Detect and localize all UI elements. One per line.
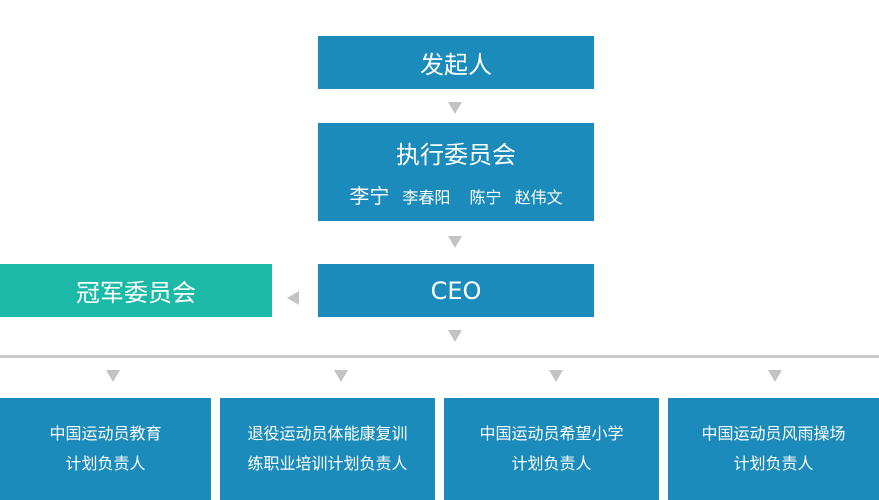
champion-committee-label: 冠军委员会 xyxy=(76,279,196,307)
lead-node: 中国运动员风雨操场计划负责人 xyxy=(668,398,879,500)
member: 陈宁 xyxy=(469,188,502,207)
lead-line: 中国运动员风雨操场 xyxy=(701,424,846,443)
lead-line: 中国运动员希望小学 xyxy=(479,424,624,443)
lead-line: 计划负责人 xyxy=(511,454,592,473)
down-arrow-icon xyxy=(106,370,120,382)
member: 赵伟文 xyxy=(514,188,563,207)
down-arrow-icon xyxy=(448,102,462,114)
champion-committee-node: 冠军委员会 xyxy=(0,264,272,317)
founder-node: 发起人 xyxy=(318,36,594,89)
founder-label: 发起人 xyxy=(420,51,492,79)
lead-line: 计划负责人 xyxy=(65,454,146,473)
lead-line: 计划负责人 xyxy=(733,454,814,473)
lead-node: 退役运动员体能康复训练职业培训计划负责人 xyxy=(220,398,435,500)
down-arrow-icon xyxy=(448,236,462,248)
down-arrow-icon xyxy=(334,370,348,382)
lead-node: 中国运动员教育计划负责人 xyxy=(0,398,211,500)
lead-node: 中国运动员希望小学计划负责人 xyxy=(444,398,659,500)
connector-line xyxy=(0,355,879,358)
down-arrow-icon xyxy=(448,330,462,342)
lead-line: 练职业培训计划负责人 xyxy=(247,454,408,473)
lead-line: 退役运动员体能康复训 xyxy=(247,424,408,443)
ceo-node: CEO xyxy=(318,264,594,317)
down-arrow-icon xyxy=(549,370,563,382)
member: 李宁 xyxy=(349,184,390,208)
executive-committee-title: 执行委员会 xyxy=(396,141,516,169)
left-arrow-icon xyxy=(287,291,299,305)
executive-committee-members: 李宁 李春阳 陈宁 赵伟文 xyxy=(345,180,566,209)
executive-committee-node: 执行委员会 李宁 李春阳 陈宁 赵伟文 xyxy=(318,123,594,221)
lead-line: 中国运动员教育 xyxy=(49,424,162,443)
down-arrow-icon xyxy=(768,370,782,382)
member: 李春阳 xyxy=(402,188,451,207)
ceo-label: CEO xyxy=(430,276,482,305)
